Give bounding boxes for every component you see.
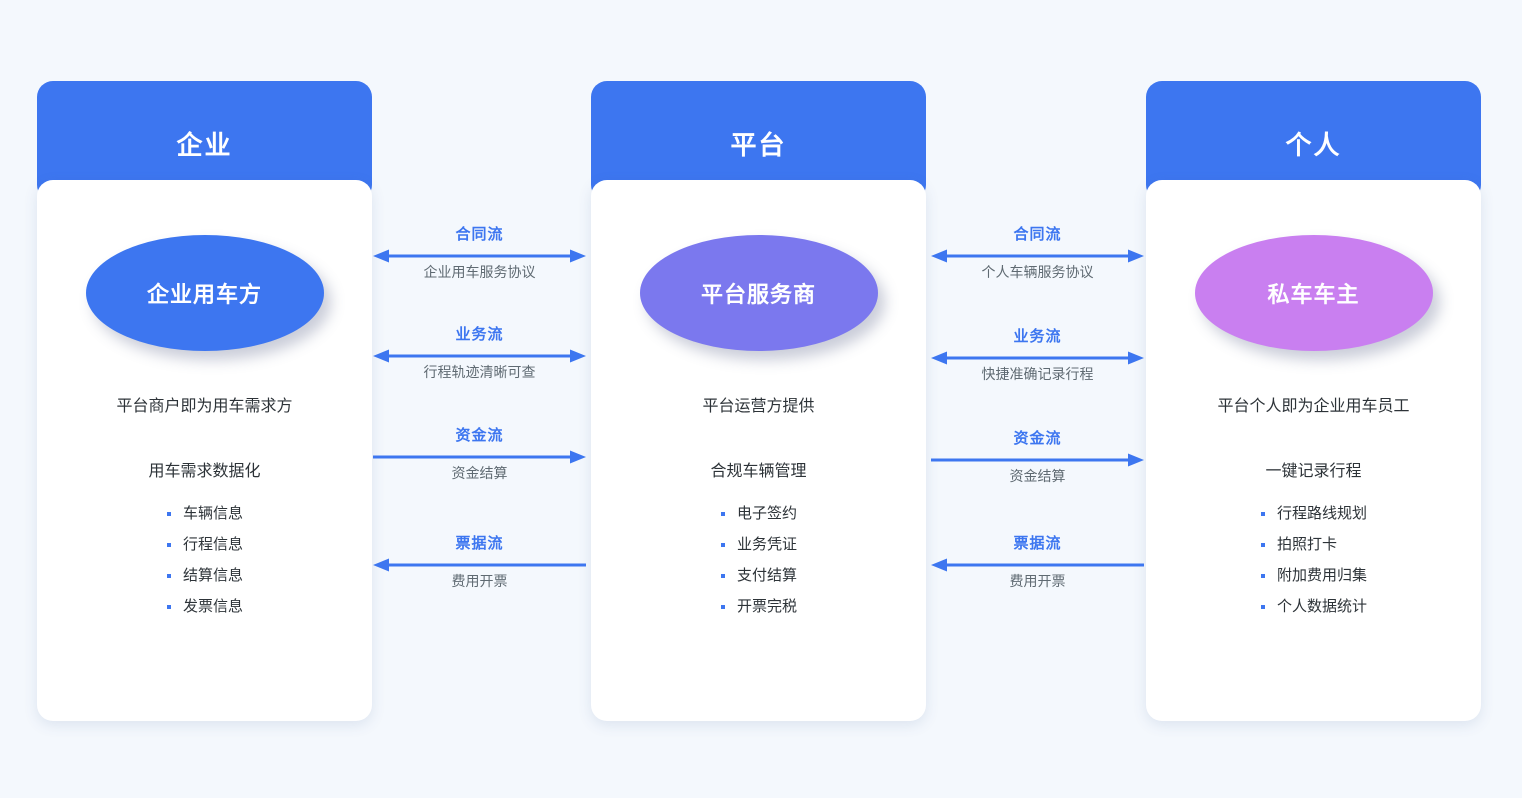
arrow-bidirectional-icon: [373, 349, 586, 363]
list-item: 车辆信息: [166, 498, 243, 529]
flow-title: 资金流: [1013, 430, 1062, 447]
flow-caption: 资金结算: [1009, 468, 1066, 484]
ellipse-wrap-individual: 私车车主: [1146, 198, 1481, 388]
arrow-bidirectional-icon: [931, 249, 1144, 263]
flow-caption: 费用开票: [1009, 573, 1066, 589]
sub-title-platform: 合规车辆管理: [710, 463, 807, 480]
list-item: 拍照打卡: [1260, 529, 1367, 560]
bullet-list-individual: 行程路线规划 拍照打卡 附加费用归集 个人数据统计: [1260, 498, 1367, 622]
flow-title: 合同流: [455, 226, 504, 243]
bullet-list-enterprise: 车辆信息 行程信息 结算信息 发票信息: [166, 498, 243, 622]
arrow-right-icon: [931, 453, 1144, 467]
flow-caption: 行程轨迹清晰可查: [423, 364, 536, 380]
list-item: 支付结算: [720, 560, 797, 591]
list-item: 业务凭证: [720, 529, 797, 560]
column-body-platform: 平台服务商 平台运营方提供 合规车辆管理 电子签约 业务凭证 支付结算 开票完税: [591, 180, 926, 721]
flow-title: 合同流: [1013, 226, 1062, 243]
role-ellipse-individual: 私车车主: [1194, 235, 1433, 351]
bullet-list-platform: 电子签约 业务凭证 支付结算 开票完税: [720, 498, 797, 622]
sub-title-individual: 一键记录行程: [1265, 463, 1362, 480]
column-body-enterprise: 企业用车方 平台商户即为用车需求方 用车需求数据化 车辆信息 行程信息 结算信息…: [37, 180, 372, 721]
ellipse-wrap-enterprise: 企业用车方: [37, 198, 372, 388]
arrow-right-icon: [373, 450, 586, 464]
column-card-individual: 个人 私车车主 平台个人即为企业用车员工 一键记录行程 行程路线规划 拍照打卡 …: [1146, 81, 1481, 721]
flow-title: 票据流: [455, 535, 504, 552]
lead-text-individual: 平台个人即为企业用车员工: [1217, 398, 1410, 415]
flow-caption: 企业用车服务协议: [423, 264, 536, 280]
arrow-left-icon: [373, 558, 586, 572]
list-item: 行程信息: [166, 529, 243, 560]
lead-text-enterprise: 平台商户即为用车需求方: [116, 398, 293, 415]
role-ellipse-platform: 平台服务商: [639, 235, 878, 351]
lead-text-platform: 平台运营方提供: [702, 398, 815, 415]
flow-title: 业务流: [455, 326, 504, 343]
list-item: 附加费用归集: [1260, 560, 1367, 591]
column-card-enterprise: 企业 企业用车方 平台商户即为用车需求方 用车需求数据化 车辆信息 行程信息 结…: [37, 81, 372, 721]
column-body-individual: 私车车主 平台个人即为企业用车员工 一键记录行程 行程路线规划 拍照打卡 附加费…: [1146, 180, 1481, 721]
flow-caption: 个人车辆服务协议: [981, 264, 1094, 280]
list-item: 电子签约: [720, 498, 797, 529]
flow-caption: 资金结算: [451, 465, 508, 481]
flow-caption: 费用开票: [451, 573, 508, 589]
role-ellipse-enterprise: 企业用车方: [85, 235, 324, 351]
arrow-left-icon: [931, 558, 1144, 572]
list-item: 行程路线规划: [1260, 498, 1367, 529]
flow-caption: 快捷准确记录行程: [981, 366, 1094, 382]
arrow-bidirectional-icon: [373, 249, 586, 263]
flow-title: 业务流: [1013, 328, 1062, 345]
sub-title-enterprise: 用车需求数据化: [148, 463, 261, 480]
list-item: 开票完税: [720, 591, 797, 622]
list-item: 结算信息: [166, 560, 243, 591]
list-item: 个人数据统计: [1260, 591, 1367, 622]
arrow-bidirectional-icon: [931, 351, 1144, 365]
column-card-platform: 平台 平台服务商 平台运营方提供 合规车辆管理 电子签约 业务凭证 支付结算 开…: [591, 81, 926, 721]
flow-title: 资金流: [455, 427, 504, 444]
ellipse-wrap-platform: 平台服务商: [591, 198, 926, 388]
list-item: 发票信息: [166, 591, 243, 622]
flow-title: 票据流: [1013, 535, 1062, 552]
